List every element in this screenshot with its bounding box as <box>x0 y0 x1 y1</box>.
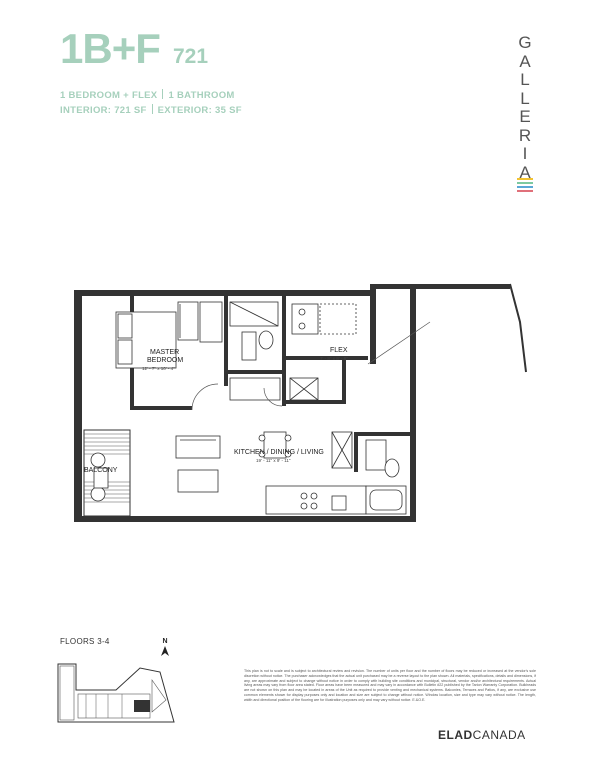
bedroom-spec: 1 BEDROOM + FLEX <box>60 90 158 101</box>
north-arrow-icon <box>161 646 169 656</box>
right-wall <box>509 283 527 373</box>
unit-size: 721 <box>173 45 209 68</box>
logo-letter: R <box>518 125 532 145</box>
galleria-logo: G A L L E R I A <box>514 33 536 182</box>
logo-stripes <box>517 178 533 194</box>
logo-letter: A <box>519 51 531 71</box>
bathroom-spec: 1 BATHROOM <box>168 90 235 101</box>
unit-spec-rooms: 1 BEDROOM + FLEX 1 BATHROOM <box>60 89 235 101</box>
logo-stripe <box>517 190 533 192</box>
second-bath-fixtures <box>365 439 407 515</box>
interior-area: INTERIOR: 721 SF <box>60 105 147 116</box>
logo-letter: A <box>519 162 531 182</box>
north-label: N <box>162 638 168 645</box>
logo-stripe <box>517 182 533 184</box>
balcony-label: BALCONY <box>84 467 118 474</box>
spec-divider <box>151 104 153 114</box>
master-bedroom-dimensions: 12' - 7" x 10' - 4" <box>142 366 175 371</box>
flex-dimensions: 7' - 8" x 8' - 8" <box>320 356 348 361</box>
kitchen-dining-living-dimensions: 19' - 11" x 9' - 11" <box>256 458 291 463</box>
developer-logo: ELADCANADA <box>438 728 526 742</box>
floor-plan: MASTER BEDROOM 12' - 7" x 10' - 4" FLEX … <box>74 283 527 522</box>
logo-stripe <box>517 178 533 180</box>
north-arrow: N <box>160 638 170 656</box>
exterior-walls <box>74 284 510 522</box>
kitchen-dining-living-label: KITCHEN / DINING / LIVING <box>234 449 324 456</box>
master-bedroom-furniture <box>115 301 223 369</box>
living-furniture <box>175 431 367 515</box>
door-swings <box>191 321 431 411</box>
unit-code: 1B+F <box>60 25 161 72</box>
unit-spec-area: INTERIOR: 721 SF EXTERIOR: 35 SF <box>60 104 242 116</box>
developer-name-bold: ELAD <box>438 728 473 742</box>
legal-disclaimer: This plan is not to scale and is subject… <box>244 669 536 702</box>
logo-letter: E <box>519 107 531 126</box>
logo-letter: L <box>520 88 530 108</box>
developer-name-light: CANADA <box>472 728 526 742</box>
logo-stripe <box>517 186 533 188</box>
flex-furniture <box>291 303 357 335</box>
flex-label: FLEX <box>330 347 348 354</box>
logo-letter: L <box>520 70 530 89</box>
master-bedroom-label: BEDROOM <box>147 357 183 364</box>
exterior-area: EXTERIOR: 35 SF <box>157 105 242 116</box>
balcony-area <box>83 429 131 517</box>
key-plan <box>57 663 175 723</box>
floors-label: FLOORS 3-4 <box>60 637 110 646</box>
bathroom-fixtures <box>229 301 319 401</box>
logo-letter: I <box>522 144 528 163</box>
logo-letter: G <box>518 33 532 52</box>
master-bedroom-label: MASTER <box>150 349 179 356</box>
spec-divider <box>162 89 164 99</box>
